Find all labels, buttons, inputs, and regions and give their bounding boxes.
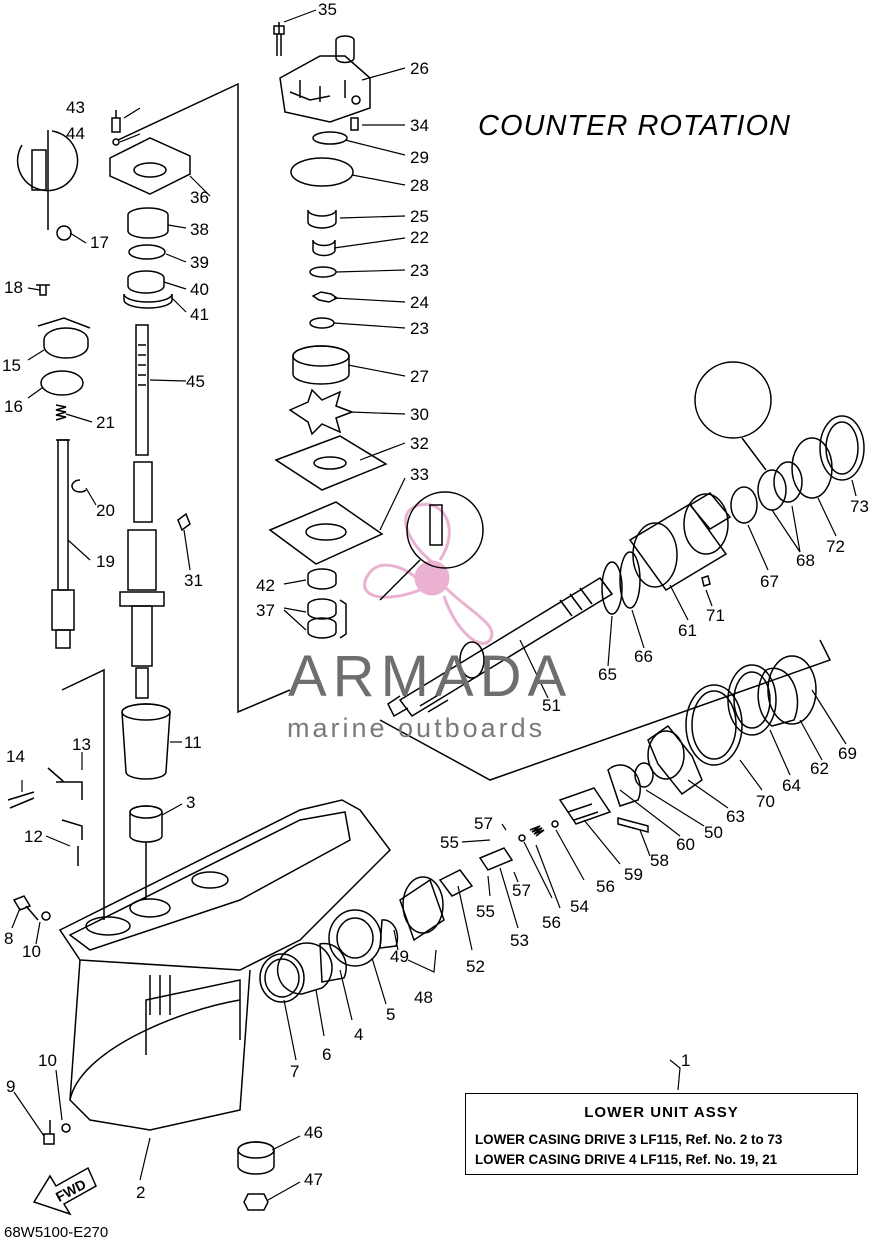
callout-37: 37 [256,601,275,620]
callout-49: 49 [390,947,409,966]
callout-30: 30 [410,405,429,424]
callout-33: 33 [410,465,429,484]
callout-56-b: 56 [596,877,615,896]
callout-57: 57 [474,814,493,833]
callout-38: 38 [190,220,209,239]
callout-61: 61 [678,621,697,640]
callout-58: 58 [650,851,669,870]
callout-52: 52 [466,957,485,976]
callout-22: 22 [410,228,429,247]
note-line-2: LOWER CASING DRIVE 4 LF115, Ref. No. 19,… [475,1152,778,1167]
callout-67: 67 [760,572,779,591]
callout-60: 60 [676,835,695,854]
callout-21: 21 [96,413,115,432]
callout-44: 44 [66,124,85,143]
callout-35: 35 [318,0,337,19]
callout-4: 4 [354,1025,363,1044]
callout-16: 16 [4,397,23,416]
callout-8: 8 [4,929,13,948]
callout-34: 34 [410,116,429,135]
callout-28: 28 [410,176,429,195]
callout-18: 18 [4,278,23,297]
callout-42: 42 [256,576,275,595]
callout-72: 72 [826,537,845,556]
callout-6: 6 [322,1045,331,1064]
callout-65: 65 [598,665,617,684]
lower-unit-note-box: LOWER UNIT ASSY LOWER CASING DRIVE 3 LF1… [465,1093,858,1175]
callout-68: 68 [796,551,815,570]
callout-39: 39 [190,253,209,272]
note-line-1: LOWER CASING DRIVE 3 LF115, Ref. No. 2 t… [475,1132,783,1147]
callout-54: 54 [570,897,589,916]
callout-47: 47 [304,1170,323,1189]
callout-69: 69 [838,744,857,763]
callout-71: 71 [706,606,725,625]
callout-45: 45 [186,372,205,391]
callout-59: 59 [624,865,643,884]
callout-20: 20 [96,501,115,520]
callout-19: 19 [96,552,115,571]
callout-62: 62 [810,759,829,778]
callout-24: 24 [410,293,429,312]
callout-23: 23 [410,261,429,280]
callout-17: 17 [90,233,109,252]
callout-51: 51 [542,696,561,715]
callout-40: 40 [190,280,209,299]
callout-5: 5 [386,1005,395,1024]
callout-29: 29 [410,148,429,167]
callout-25: 25 [410,207,429,226]
callout-46: 46 [304,1123,323,1142]
note-title: LOWER UNIT ASSY [584,1104,739,1121]
callout-73: 73 [850,497,869,516]
callout-11: 11 [184,733,202,752]
callout-13: 13 [72,735,91,754]
callout-55: 55 [440,833,459,852]
callout-31: 31 [184,571,203,590]
callout-56: 56 [542,913,561,932]
callout-48: 48 [414,988,433,1007]
watermark-logo [363,503,494,645]
callout-43: 43 [66,98,85,117]
callout-70: 70 [756,792,775,811]
callout-36: 36 [190,188,209,207]
callout-26: 26 [410,59,429,78]
callout-32: 32 [410,434,429,453]
diagram-code: 68W5100-E270 [4,1224,109,1241]
diagram-title: COUNTER ROTATION [478,110,791,142]
callout-64: 64 [782,776,801,795]
callout-7: 7 [290,1062,299,1081]
callout-23-b: 23 [410,319,429,338]
callout-2: 2 [136,1183,145,1202]
watermark-brand: ARMADA [288,644,573,709]
callout-50: 50 [704,823,723,842]
callout-10: 10 [22,942,41,961]
callout-41: 41 [190,305,209,324]
callout-15: 15 [2,356,21,375]
callout-14: 14 [6,747,25,766]
callout-10-b: 10 [38,1051,57,1070]
watermark-tagline: marine outboards [287,713,546,743]
callout-9: 9 [6,1077,15,1096]
callout-27: 27 [410,367,429,386]
callout-53: 53 [510,931,529,950]
callout-66: 66 [634,647,653,666]
callout-3: 3 [186,793,195,812]
callout-57-b: 57 [512,881,531,900]
callout-63: 63 [726,807,745,826]
callout-55-b: 55 [476,902,495,921]
callout-12: 12 [24,827,43,846]
callout-1: 1 [681,1051,690,1070]
